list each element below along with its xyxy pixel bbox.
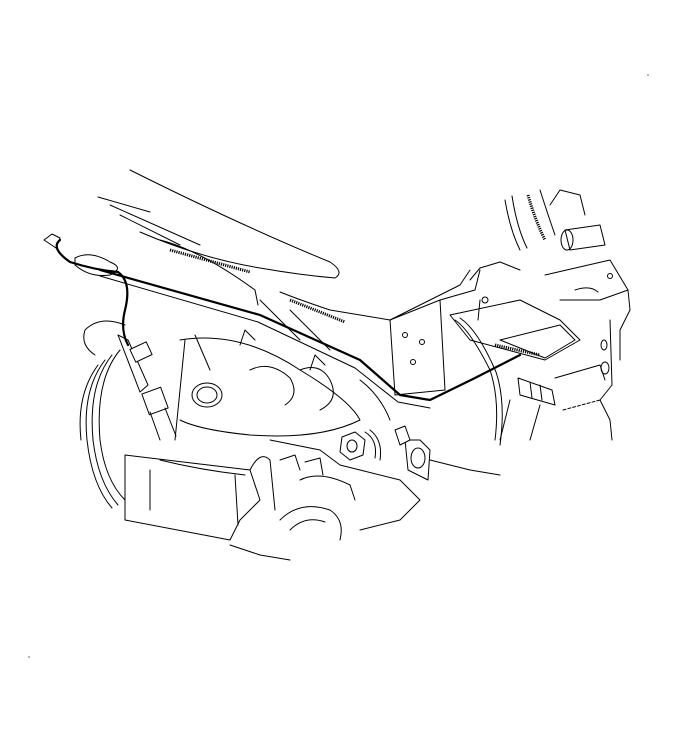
center-details [239,299,391,421]
upper-right-components [504,189,631,441]
stray-dot [28,656,30,658]
tube-bracket [394,425,431,481]
accessory-pulley [79,320,126,509]
lower-bracket [124,454,276,541]
dipstick-tube [117,334,177,441]
engine-block-lower [229,439,501,561]
oil-dipstick-handle [43,233,522,409]
harness-clip [499,364,606,441]
exhaust-manifold [174,334,361,441]
mounting-plate [389,269,481,396]
harness-connector [449,261,581,446]
engine-cover [97,169,471,324]
stray-dot [647,74,649,76]
hex-nut [339,429,381,461]
